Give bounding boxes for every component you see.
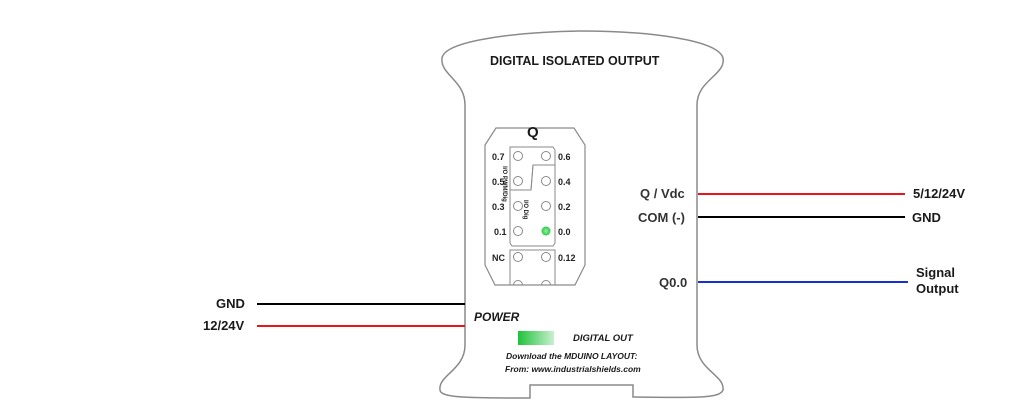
pin-label-0-1: 0.1 [494,227,507,237]
pin-hole [513,226,523,236]
download-line-2: From: www.industrialshields.com [505,364,641,374]
pin-group-box [509,249,556,286]
download-line-1: Download the MDUINO LAYOUT: [506,351,638,361]
pin-hole-partial [513,280,523,286]
gnd-label-left: GND [216,296,245,311]
signal-output-label-2: Output [916,281,959,296]
pin-hole [513,201,523,211]
group-label-pwm-dig: I/O PWM/Dig [501,166,507,202]
signal-output-label-1: Signal [916,265,956,280]
group-label-dig: I/O Dig [522,200,528,220]
terminal-label-q0-0: Q0.0 [659,275,688,290]
digital-out-label: DIGITAL OUT [573,333,633,344]
power-label: POWER [474,310,520,324]
pin-hole [541,151,551,161]
pin-label-0-3: 0.3 [492,202,505,212]
pin-hole [513,252,523,262]
pin-label-0-2: 0.2 [558,202,571,212]
supply-label-5-12-24v: 5/12/24V [913,186,966,201]
pin-label-0-4: 0.4 [558,177,571,187]
power-led [518,331,554,345]
pin-hole-active-led [541,226,551,236]
pin-label-nc: NC [492,253,505,263]
module-title: DIGITAL ISOLATED OUTPUT [490,54,660,68]
module-outline [439,30,724,399]
pin-holes [513,151,551,286]
connector-outline [484,127,586,286]
pin-label-0-0: 0.0 [558,227,571,237]
pin-hole [541,201,551,211]
terminal-label-com: COM (-) [638,210,685,225]
pin-label-0-7: 0.7 [492,152,505,162]
gnd-label-right: GND [912,210,941,225]
pin-hole [541,252,551,262]
pin-label-0-5: 0.5 [492,177,505,187]
pin-hole-partial [541,280,551,286]
pin-group-box [509,164,556,247]
pin-label-0-12: 0.12 [558,253,576,263]
terminal-label-q-vdc: Q / Vdc [640,186,685,201]
power-12-24v-label: 12/24V [203,318,245,333]
connector-title: Q [527,124,539,141]
pin-label-0-6: 0.6 [558,152,571,162]
pin-hole [513,176,523,186]
pin-hole [513,151,523,161]
pin-hole [541,176,551,186]
